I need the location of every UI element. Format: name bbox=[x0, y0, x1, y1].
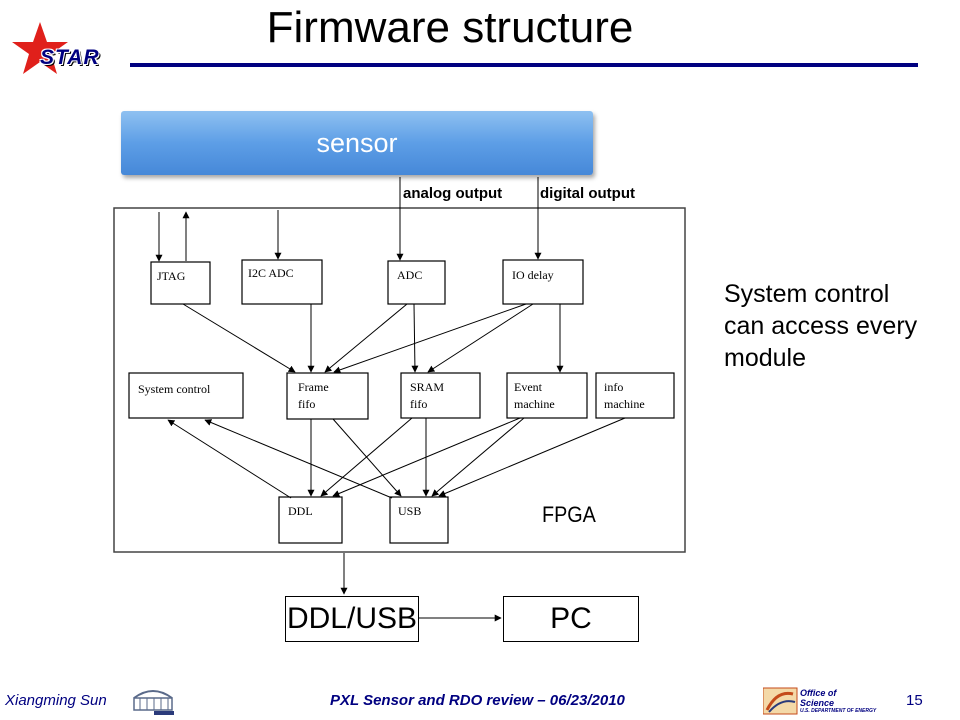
digital-output-label: digital output bbox=[540, 185, 635, 202]
slide-title: Firmware structure bbox=[266, 3, 634, 52]
sram-fifo-label-1: SRAM bbox=[410, 380, 444, 394]
analog-output-label: analog output bbox=[403, 185, 502, 202]
sram-fifo-label-2: fifo bbox=[410, 397, 427, 411]
pc-box: PC bbox=[503, 596, 639, 642]
doe-text: Office of Science U.S. DEPARTMENT OF ENE… bbox=[800, 688, 876, 715]
ddl-module: DDL bbox=[278, 496, 343, 544]
usb-module: USB bbox=[389, 496, 449, 544]
jtag-label: JTAG bbox=[157, 269, 186, 283]
usb-label: USB bbox=[398, 504, 421, 518]
lab-building-icon bbox=[133, 690, 174, 715]
footer-page-number: 15 bbox=[906, 692, 923, 709]
footer-author: Xiangming Sun bbox=[5, 692, 107, 709]
fpga-label: FPGA bbox=[542, 503, 596, 527]
event-machine-module: Event machine bbox=[506, 372, 588, 419]
i2c-adc-module: I2C ADC bbox=[241, 259, 323, 305]
diagram-arrows bbox=[155, 177, 626, 622]
system-control-module: System control bbox=[128, 372, 244, 419]
doe-line-1: Office of bbox=[800, 688, 837, 698]
io-delay-module: IO delay bbox=[502, 259, 584, 305]
doe-office-of-science-icon bbox=[763, 687, 798, 715]
title-rule bbox=[130, 63, 918, 67]
io-delay-label: IO delay bbox=[512, 268, 554, 282]
adc-module: ADC bbox=[387, 260, 446, 305]
info-machine-module: info machine bbox=[595, 372, 675, 419]
adc-label: ADC bbox=[397, 268, 422, 282]
info-machine-label-2: machine bbox=[604, 397, 645, 411]
frame-fifo-label-2: fifo bbox=[298, 397, 315, 411]
frame-fifo-label-1: Frame bbox=[298, 380, 329, 394]
i2c-adc-label: I2C ADC bbox=[248, 266, 294, 280]
system-control-label: System control bbox=[138, 382, 211, 396]
footer-event: PXL Sensor and RDO review – 06/23/2010 bbox=[330, 692, 625, 709]
jtag-module: JTAG bbox=[150, 261, 211, 305]
sensor-block: sensor bbox=[121, 111, 593, 175]
event-machine-label-1: Event bbox=[514, 380, 543, 394]
ddl-usb-box: DDL/USB bbox=[285, 596, 419, 642]
star-logo-label: STAR bbox=[40, 46, 100, 69]
side-note: System control can access every module bbox=[724, 280, 918, 372]
doe-line-3: U.S. DEPARTMENT OF ENERGY bbox=[800, 708, 877, 714]
info-machine-label-1: info bbox=[604, 380, 623, 394]
frame-fifo-module: Frame fifo bbox=[286, 372, 369, 420]
ddl-label: DDL bbox=[288, 504, 313, 518]
doe-line-2: Science bbox=[800, 698, 835, 708]
event-machine-label-2: machine bbox=[514, 397, 555, 411]
star-logo-icon bbox=[12, 22, 68, 74]
sram-fifo-module: SRAM fifo bbox=[400, 372, 481, 419]
